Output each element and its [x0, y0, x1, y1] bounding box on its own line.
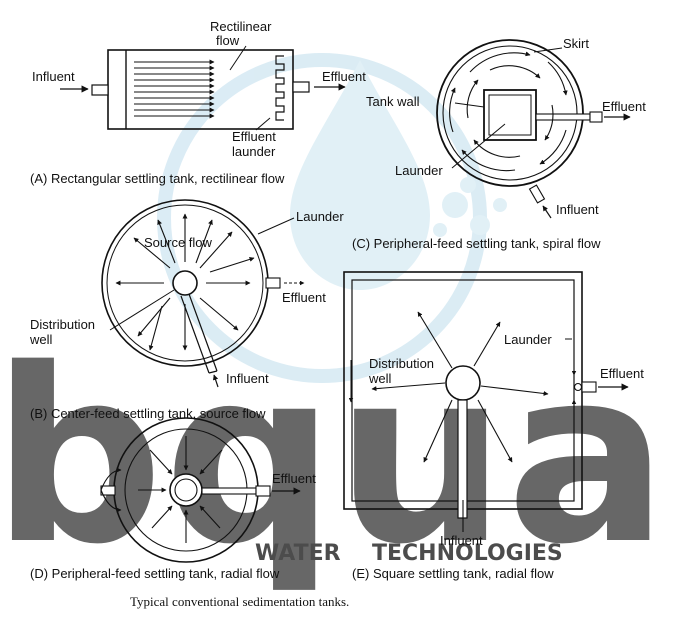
figure-caption: Typical conventional sedimentation tanks… [130, 594, 349, 609]
label-distribution-well-e-1: Distribution [369, 356, 434, 371]
panel-c-spiral-tank: Skirt Tank wall Effluent Launder Influen… [352, 36, 646, 251]
distribution-well-e [445, 365, 481, 401]
launder-square [483, 89, 537, 141]
label-launder-b: Launder [296, 209, 344, 224]
label-effluent-b: Effluent [282, 290, 326, 305]
caption-b: (B) Center-feed settling tank, source fl… [30, 406, 266, 421]
distribution-well-b [172, 270, 198, 296]
label-skirt: Skirt [563, 36, 589, 51]
label-effluent-c: Effluent [602, 99, 646, 114]
label-distribution-well-b-1: Distribution [30, 317, 95, 332]
watermark: bqua WATER TECHNOLOGIES [0, 53, 668, 597]
label-distribution-well-b-2: well [29, 332, 53, 347]
label-influent-a: Influent [32, 69, 75, 84]
panel-d-peripheral-radial-tank: Effluent (D) Peripheral-feed settling ta… [30, 417, 316, 581]
effluent-launder-comb [275, 55, 285, 121]
panel-e-square-tank: Distribution well Launder Effluent Influ… [343, 271, 644, 581]
label-influent-e: Influent [440, 533, 483, 548]
label-effluent-a: Effluent [322, 69, 366, 84]
radial-flow-arrows-e [371, 311, 549, 463]
panel-b-center-feed-tank: Source flow Launder Effluent Distributio… [29, 199, 344, 421]
watermark-water-text: WATER [255, 541, 341, 566]
watermark-technologies-text: TECHNOLOGIES [372, 541, 563, 566]
label-influent-c: Influent [556, 202, 599, 217]
label-source-flow: Source flow [144, 235, 213, 250]
caption-e: (E) Square settling tank, radial flow [352, 566, 554, 581]
label-tank-wall: Tank wall [366, 94, 420, 109]
caption-c: (C) Peripheral-feed settling tank, spira… [352, 236, 601, 251]
radial-inflow-arrows [138, 436, 223, 543]
skirt-circle [442, 45, 578, 181]
spiral-flow-arrows [449, 51, 568, 172]
label-launder-c: Launder [395, 163, 443, 178]
panel-a-rectangular-tank: Rectilinear flow Influent Effluent Efflu… [30, 19, 366, 186]
caption-d: (D) Peripheral-feed settling tank, radia… [30, 566, 280, 581]
label-effluent-launder-2: launder [232, 144, 276, 159]
label-influent-b: Influent [226, 371, 269, 386]
rectilinear-flow-arrows [134, 59, 215, 119]
label-effluent-launder-1: Effluent [232, 129, 276, 144]
label-distribution-well-e-2: well [368, 371, 392, 386]
label-effluent-d: Effluent [272, 471, 316, 486]
label-effluent-e: Effluent [600, 366, 644, 381]
label-rectilinear-flow-1: Rectilinear [210, 19, 272, 34]
source-flow-arrows [115, 213, 255, 351]
label-rectilinear-flow-2: flow [216, 33, 240, 48]
label-launder-e: Launder [504, 332, 552, 347]
watermark-big-text: bqua [0, 317, 668, 597]
tank-wall-circle [436, 39, 584, 187]
caption-a: (A) Rectangular settling tank, rectiline… [30, 171, 285, 186]
